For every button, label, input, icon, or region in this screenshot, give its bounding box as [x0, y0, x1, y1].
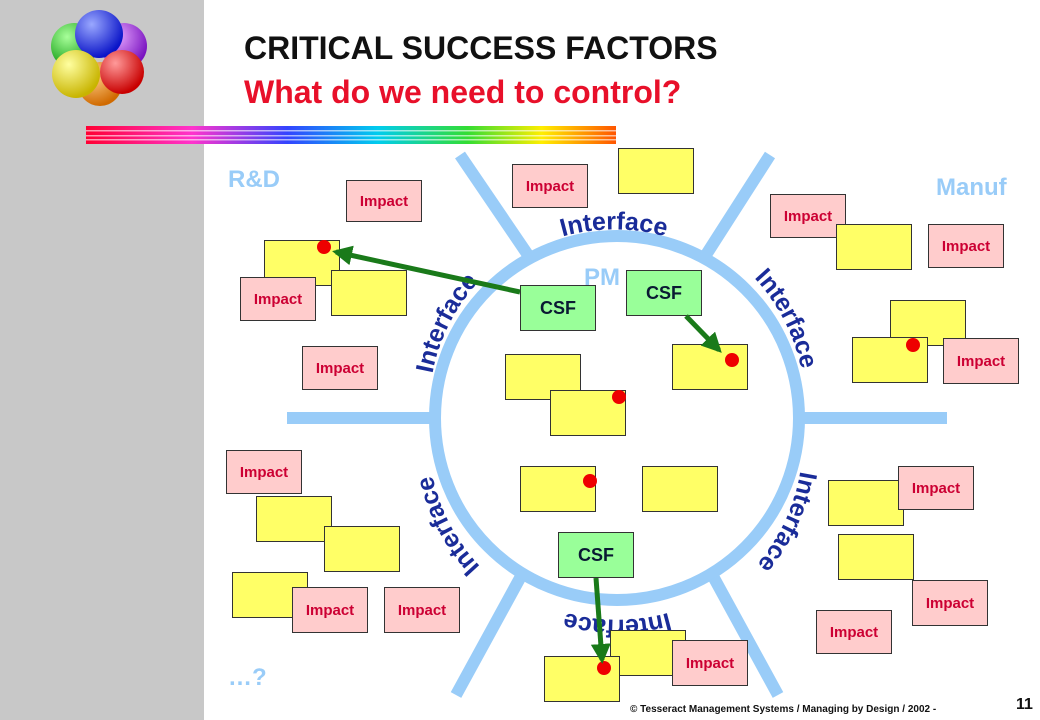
impact-box: Impact — [770, 194, 846, 238]
arrow-csf-to-bottom-box — [590, 577, 611, 664]
arrow-csf-to-rnd — [332, 245, 521, 295]
red-dot-marker — [906, 338, 920, 352]
impact-box: Impact — [384, 587, 460, 633]
yellow-box — [828, 480, 904, 526]
csf-box: CSF — [626, 270, 702, 316]
page-title: CRITICAL SUCCESS FACTORS — [244, 30, 718, 66]
region-label-other: …? — [228, 664, 267, 691]
red-dot-marker — [597, 661, 611, 675]
red-dot-marker — [583, 474, 597, 488]
red-dot-marker — [612, 390, 626, 404]
impact-box: Impact — [346, 180, 422, 222]
impact-box: Impact — [928, 224, 1004, 268]
yellow-box — [324, 526, 400, 572]
csf-box: CSF — [558, 532, 634, 578]
yellow-box — [520, 466, 596, 512]
yellow-box — [256, 496, 332, 542]
colored-spheres-logo-icon — [51, 10, 147, 106]
ring — [287, 151, 947, 698]
yellow-box — [642, 466, 718, 512]
yellow-box — [838, 534, 914, 580]
impact-box: Impact — [512, 164, 588, 208]
red-dot-marker — [725, 353, 739, 367]
region-label-rnd: R&D — [228, 166, 280, 193]
rainbow-divider — [86, 126, 616, 144]
footer-copyright: © Tesseract Management Systems / Managin… — [630, 704, 937, 715]
yellow-box — [618, 148, 694, 194]
yellow-box — [836, 224, 912, 270]
red-dot-marker — [317, 240, 331, 254]
left-sidebar — [0, 0, 204, 720]
region-label-manuf: Manuf — [936, 174, 1007, 201]
yellow-box — [331, 270, 407, 316]
impact-box: Impact — [943, 338, 1019, 384]
impact-box: Impact — [302, 346, 378, 390]
arrow-csf-to-pm-box — [684, 314, 722, 353]
impact-box: Impact — [898, 466, 974, 510]
impact-box: Impact — [240, 277, 316, 321]
impact-box: Impact — [912, 580, 988, 626]
page-subtitle: What do we need to control? — [244, 74, 682, 110]
impact-box: Impact — [672, 640, 748, 686]
impact-box: Impact — [292, 587, 368, 633]
page-number: 11 — [1016, 696, 1033, 713]
impact-box: Impact — [226, 450, 302, 494]
csf-box: CSF — [520, 285, 596, 331]
impact-box: Impact — [816, 610, 892, 654]
